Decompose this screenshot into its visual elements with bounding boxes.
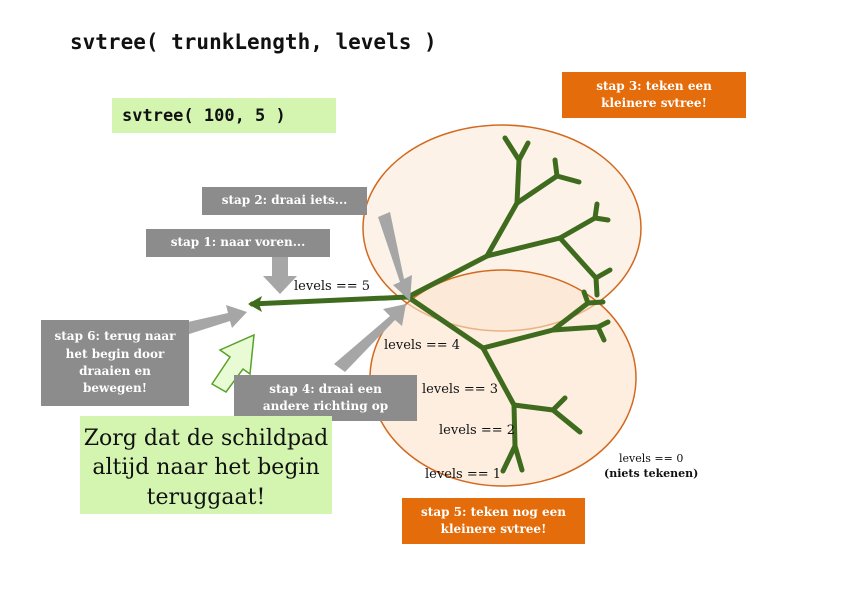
step4-label-line2: andere richting op <box>262 399 389 413</box>
level5-label: levels == 5 <box>294 279 371 294</box>
step6-label-line3: draaien en <box>79 364 151 378</box>
page-title: svtree( trunkLength, levels ) <box>70 30 437 54</box>
step6-box: stap 6: terug naar het begin door draaie… <box>41 320 189 406</box>
step4-label-line1: stap 4: draai een <box>269 381 382 396</box>
level0-annotation: levels == 0 (niets tekenen) <box>604 451 698 482</box>
step1-box: stap 1: naar voren... <box>146 229 330 257</box>
note-line3: teruggaat! <box>146 484 266 510</box>
step3-box: stap 3: teken een kleinere svtree! <box>562 72 746 118</box>
step6-label-line4: bewegen! <box>82 381 147 396</box>
example-call-box: svtree( 100, 5 ) <box>112 98 336 133</box>
step5-label-line1: stap 5: teken nog een <box>421 505 566 520</box>
turtle-return-note: Zorg dat de schildpad altijd naar het be… <box>80 416 332 514</box>
level2-label: levels == 2 <box>439 423 516 438</box>
step2-box: stap 2: draai iets... <box>202 187 367 215</box>
step5-label-line2: kleinere svtree! <box>440 522 547 536</box>
step5-box: stap 5: teken nog een kleinere svtree! <box>402 498 585 544</box>
step4-box: stap 4: draai een andere richting op <box>234 375 417 421</box>
step4-diagonal-arrow <box>334 304 406 372</box>
return-outline-arrow <box>210 333 255 393</box>
svtree-drawing <box>249 135 613 474</box>
step1-label: stap 1: naar voren... <box>170 235 306 250</box>
step1-down-arrow <box>263 256 297 294</box>
level4-label: levels == 4 <box>384 338 461 353</box>
note-line1: Zorg dat de schildpad <box>83 426 329 451</box>
step3-label-line1: stap 3: teken een <box>596 79 712 94</box>
step2-diagonal-arrow <box>378 212 412 301</box>
level0-label: levels == 0 <box>619 452 684 465</box>
step3-label-line2: kleinere svtree! <box>601 96 707 110</box>
note-line2: altijd naar het begin <box>92 455 320 481</box>
step6-label-line1: stap 6: terug naar <box>54 329 176 344</box>
step6-label-line2: het begin door <box>65 346 165 361</box>
turtle-marker <box>248 296 262 312</box>
step6-return-arrow <box>179 305 247 336</box>
example-call-text: svtree( 100, 5 ) <box>122 105 286 126</box>
level3-label: levels == 3 <box>422 382 499 397</box>
step2-label: stap 2: draai iets... <box>221 193 348 208</box>
level0-note: (niets tekenen) <box>604 467 699 481</box>
level1-label: levels == 1 <box>425 467 502 482</box>
